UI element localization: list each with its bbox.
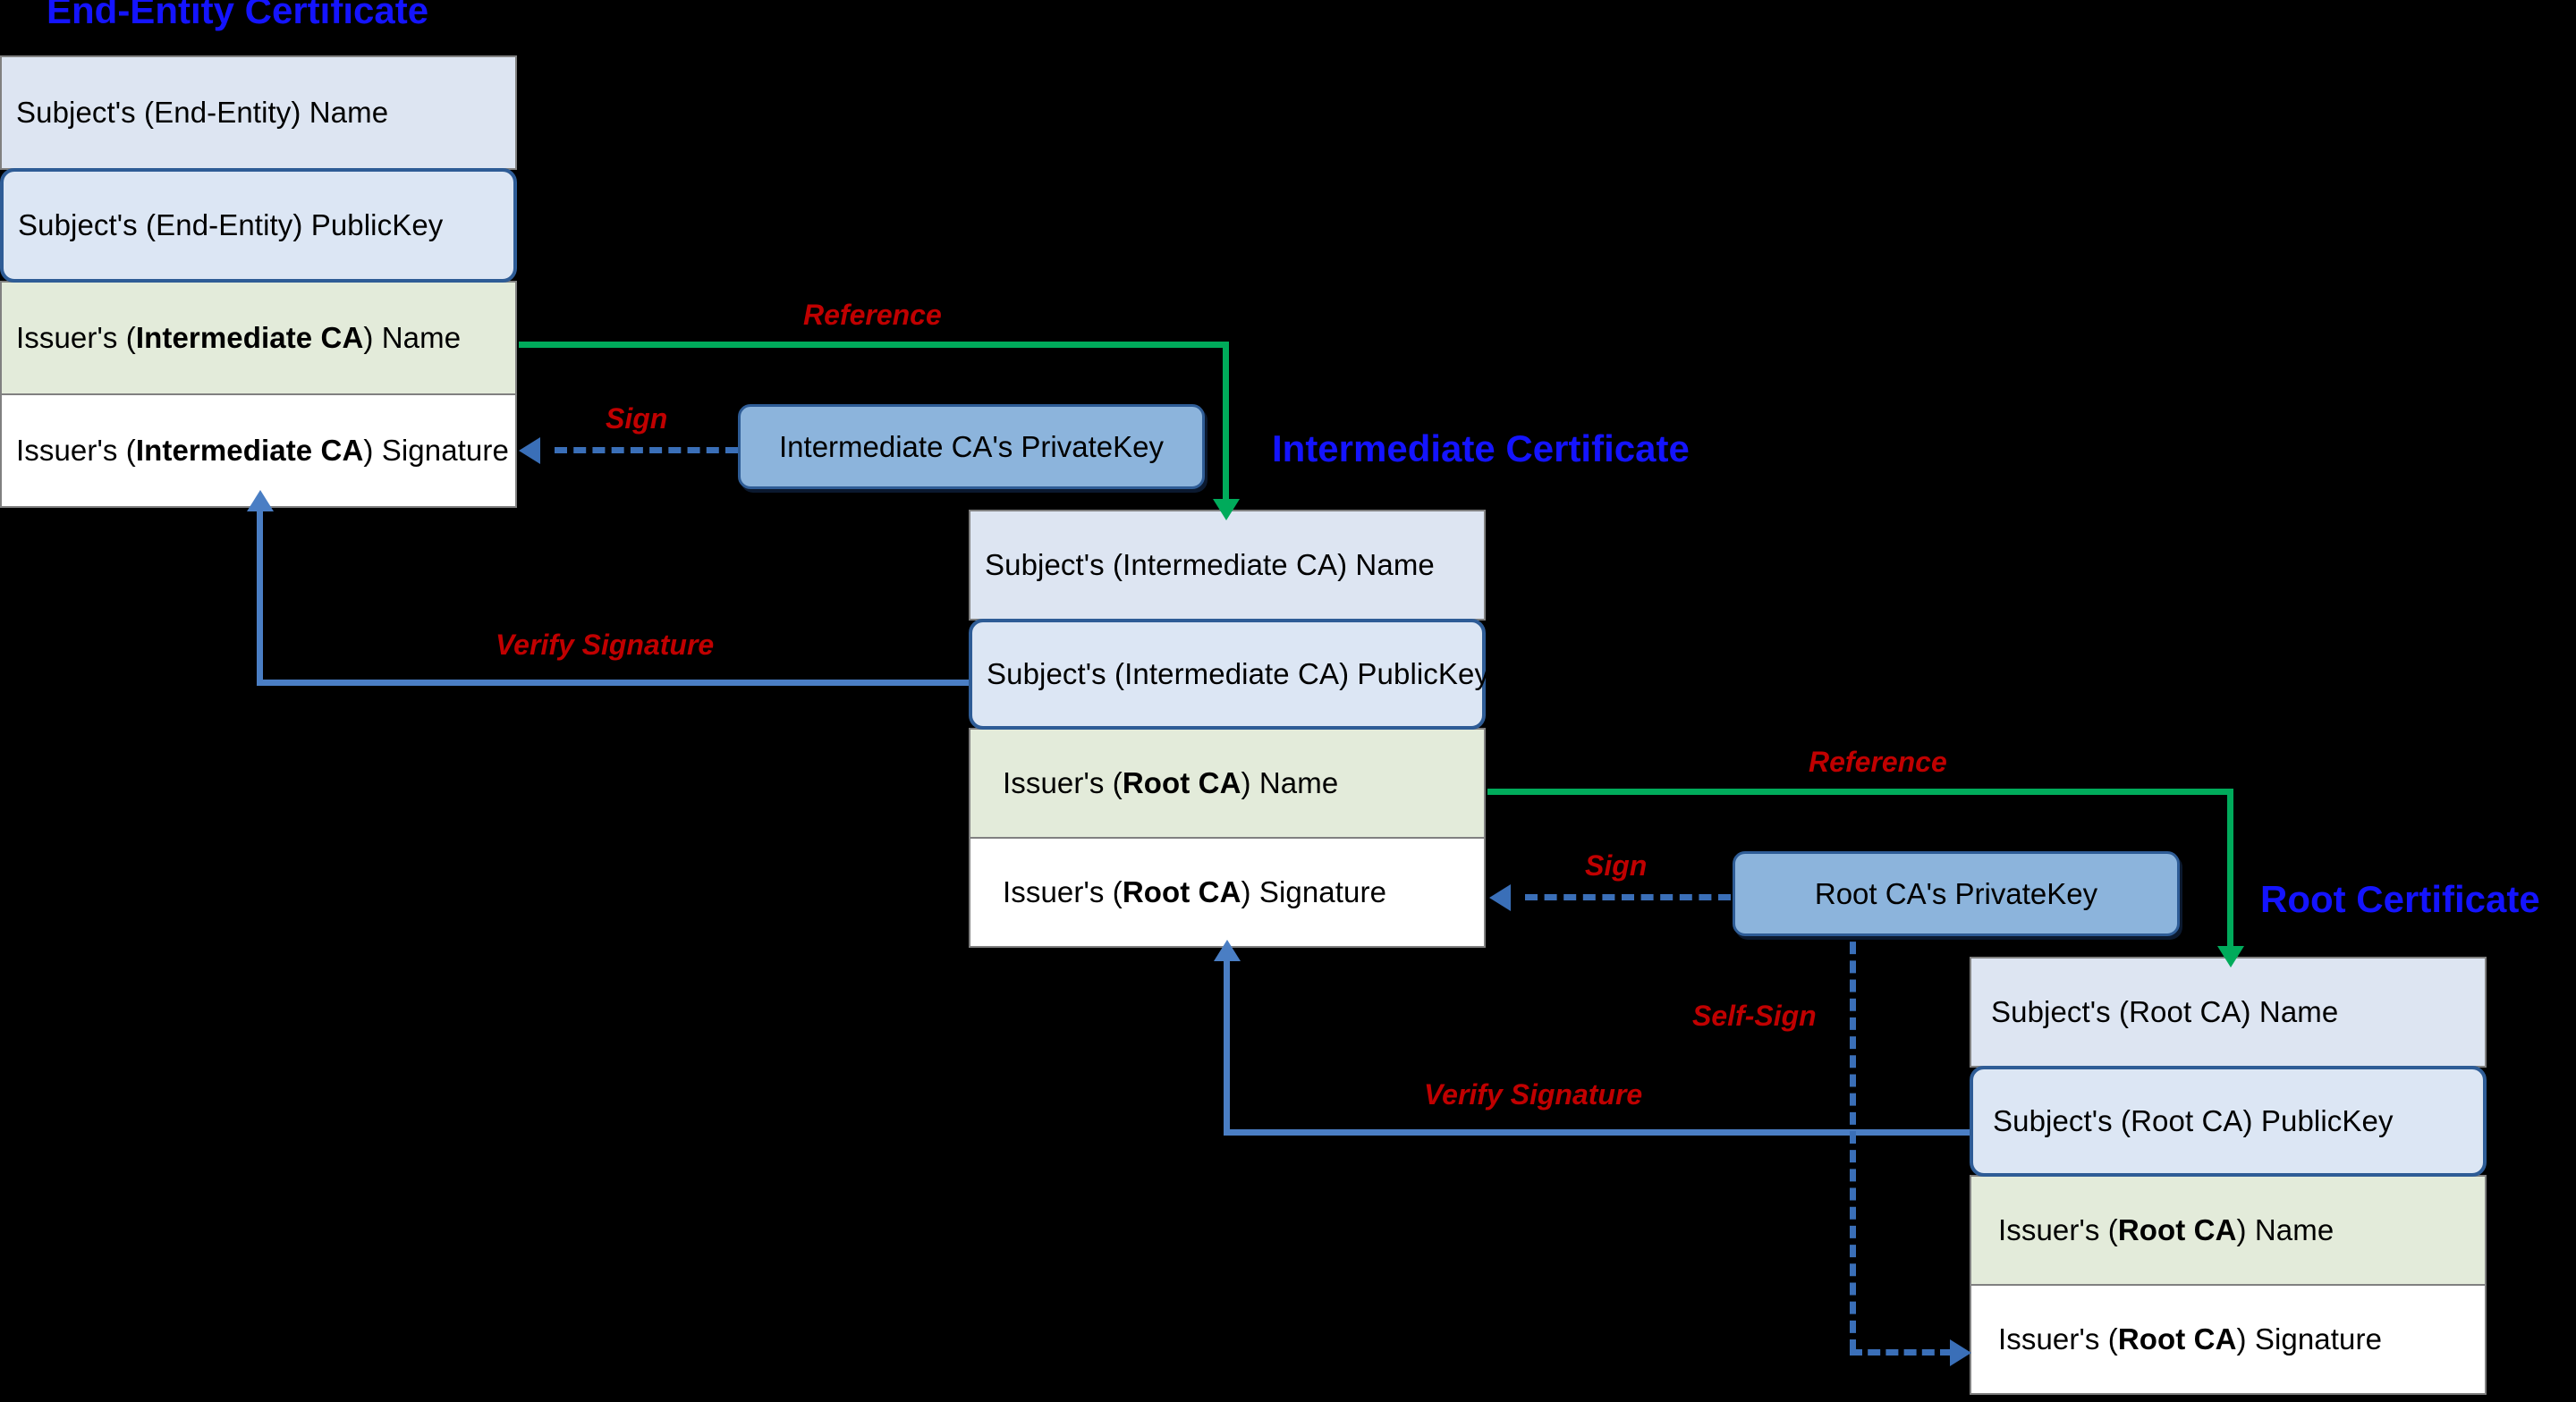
intermediate-certificate-card: Subject's (Intermediate CA) Name Subject… <box>969 510 1490 948</box>
intermediate-issuer-signature-suffix: ) Signature <box>1241 875 1387 908</box>
intermediate-row-issuer-signature[interactable]: Issuer's (Root CA) Signature <box>969 837 1486 948</box>
sign-intermediate-arrowhead <box>519 437 540 464</box>
root-issuer-name-prefix: Issuer's ( <box>1998 1213 2118 1246</box>
edge-label-reference-bottom: Reference <box>1809 746 1947 778</box>
end-entity-issuer-signature-text: Issuer's (Intermediate CA) Signature <box>16 434 515 468</box>
end-entity-issuer-name-bold: Intermediate CA <box>135 321 364 354</box>
edge-label-reference-top: Reference <box>803 299 942 331</box>
intermediate-issuer-name-suffix: ) Name <box>1241 766 1339 799</box>
intermediate-certificate-title: Intermediate Certificate <box>1272 427 1690 469</box>
root-issuer-name-suffix: ) Name <box>2236 1213 2334 1246</box>
edge-label-sign-intermediate: Sign <box>606 402 668 435</box>
self-sign-vertical <box>1850 923 1856 1352</box>
verify-bottom-arrowhead <box>1214 940 1241 961</box>
edge-label-self-sign: Self-Sign <box>1692 1000 1817 1032</box>
end-entity-issuer-name-text: Issuer's (Intermediate CA) Name <box>16 321 515 355</box>
intermediate-row-subject-publickey[interactable]: Subject's (Intermediate CA) PublicKey <box>969 619 1490 730</box>
root-certificate-title: Root Certificate <box>2260 878 2540 920</box>
sign-root-dashed-line <box>1525 894 1731 900</box>
edge-label-verify-top: Verify Signature <box>496 629 715 661</box>
self-sign-horizontal <box>1850 1349 1953 1356</box>
root-issuer-signature-prefix: Issuer's ( <box>1998 1322 2118 1356</box>
end-entity-issuer-signature-bold: Intermediate CA <box>135 434 364 467</box>
edge-label-verify-bottom: Verify Signature <box>1424 1078 1643 1111</box>
root-certificate-card: Subject's (Root CA) Name Subject's (Root… <box>1970 957 2487 1395</box>
sign-root-arrowhead <box>1489 884 1511 911</box>
root-issuer-signature-text: Issuer's (Root CA) Signature <box>1998 1322 2485 1356</box>
verify-bottom-vertical <box>1224 959 1230 1133</box>
intermediate-issuer-name-bold: Root CA <box>1122 766 1241 799</box>
end-entity-row-issuer-name[interactable]: Issuer's (Intermediate CA) Name <box>0 281 517 395</box>
intermediate-subject-name-text: Subject's (Intermediate CA) Name <box>985 548 1435 581</box>
root-ca-privatekey-label: Root CA's PrivateKey <box>1814 876 2098 910</box>
intermediate-issuer-signature-bold: Root CA <box>1122 875 1241 908</box>
root-ca-privatekey-box[interactable]: Root CA's PrivateKey <box>1733 851 2180 936</box>
verify-top-arrowhead <box>247 490 274 511</box>
sign-intermediate-dashed-line <box>555 447 738 453</box>
root-issuer-name-text: Issuer's (Root CA) Name <box>1998 1213 2485 1247</box>
reference-top-horizontal <box>519 342 1225 348</box>
root-row-issuer-name[interactable]: Issuer's (Root CA) Name <box>1970 1175 2487 1286</box>
verify-top-horizontal <box>257 680 970 686</box>
end-entity-row-subject-name[interactable]: Subject's (End-Entity) Name <box>0 55 517 170</box>
intermediate-row-subject-name[interactable]: Subject's (Intermediate CA) Name <box>969 510 1486 621</box>
edge-label-sign-root: Sign <box>1585 849 1648 882</box>
root-issuer-signature-bold: Root CA <box>2117 1322 2237 1356</box>
end-entity-issuer-name-suffix: ) Name <box>363 321 462 354</box>
end-entity-issuer-signature-suffix: ) Signature <box>363 434 509 467</box>
intermediate-issuer-name-prefix: Issuer's ( <box>1003 766 1123 799</box>
root-row-subject-publickey[interactable]: Subject's (Root CA) PublicKey <box>1970 1066 2487 1177</box>
intermediate-row-issuer-name[interactable]: Issuer's (Root CA) Name <box>969 728 1486 839</box>
verify-top-vertical <box>257 510 263 683</box>
reference-top-vertical <box>1223 342 1229 503</box>
end-entity-row-issuer-signature[interactable]: Issuer's (Intermediate CA) Signature <box>0 393 517 508</box>
reference-bottom-vertical <box>2227 789 2233 950</box>
intermediate-issuer-signature-text: Issuer's (Root CA) Signature <box>1003 875 1484 909</box>
root-row-issuer-signature[interactable]: Issuer's (Root CA) Signature <box>1970 1284 2487 1395</box>
intermediate-ca-privatekey-label: Intermediate CA's PrivateKey <box>779 429 1164 463</box>
reference-top-arrowhead <box>1213 499 1240 520</box>
verify-bottom-horizontal <box>1224 1129 1973 1136</box>
root-subject-name-text: Subject's (Root CA) Name <box>1991 995 2339 1028</box>
end-entity-row-subject-publickey[interactable]: Subject's (End-Entity) PublicKey <box>0 168 517 283</box>
reference-bottom-arrowhead <box>2217 946 2244 967</box>
root-issuer-name-bold: Root CA <box>2117 1213 2237 1246</box>
intermediate-issuer-name-text: Issuer's (Root CA) Name <box>1003 766 1484 800</box>
reference-bottom-horizontal <box>1487 789 2230 795</box>
root-row-subject-name[interactable]: Subject's (Root CA) Name <box>1970 957 2487 1068</box>
end-entity-subject-publickey-text: Subject's (End-Entity) PublicKey <box>18 208 444 241</box>
intermediate-issuer-signature-prefix: Issuer's ( <box>1003 875 1123 908</box>
root-subject-publickey-text: Subject's (Root CA) PublicKey <box>1993 1104 2394 1137</box>
root-issuer-signature-suffix: ) Signature <box>2236 1322 2383 1356</box>
end-entity-certificate-card: Subject's (End-Entity) Name Subject's (E… <box>0 55 517 508</box>
intermediate-subject-publickey-text: Subject's (Intermediate CA) PublicKey <box>987 657 1490 690</box>
end-entity-subject-name-text: Subject's (End-Entity) Name <box>16 96 389 129</box>
end-entity-issuer-name-prefix: Issuer's ( <box>16 321 136 354</box>
end-entity-certificate-title: End-Entity Certificate <box>47 0 429 31</box>
intermediate-ca-privatekey-box[interactable]: Intermediate CA's PrivateKey <box>738 404 1205 489</box>
self-sign-arrowhead <box>1950 1339 1971 1366</box>
end-entity-issuer-signature-prefix: Issuer's ( <box>16 434 136 467</box>
